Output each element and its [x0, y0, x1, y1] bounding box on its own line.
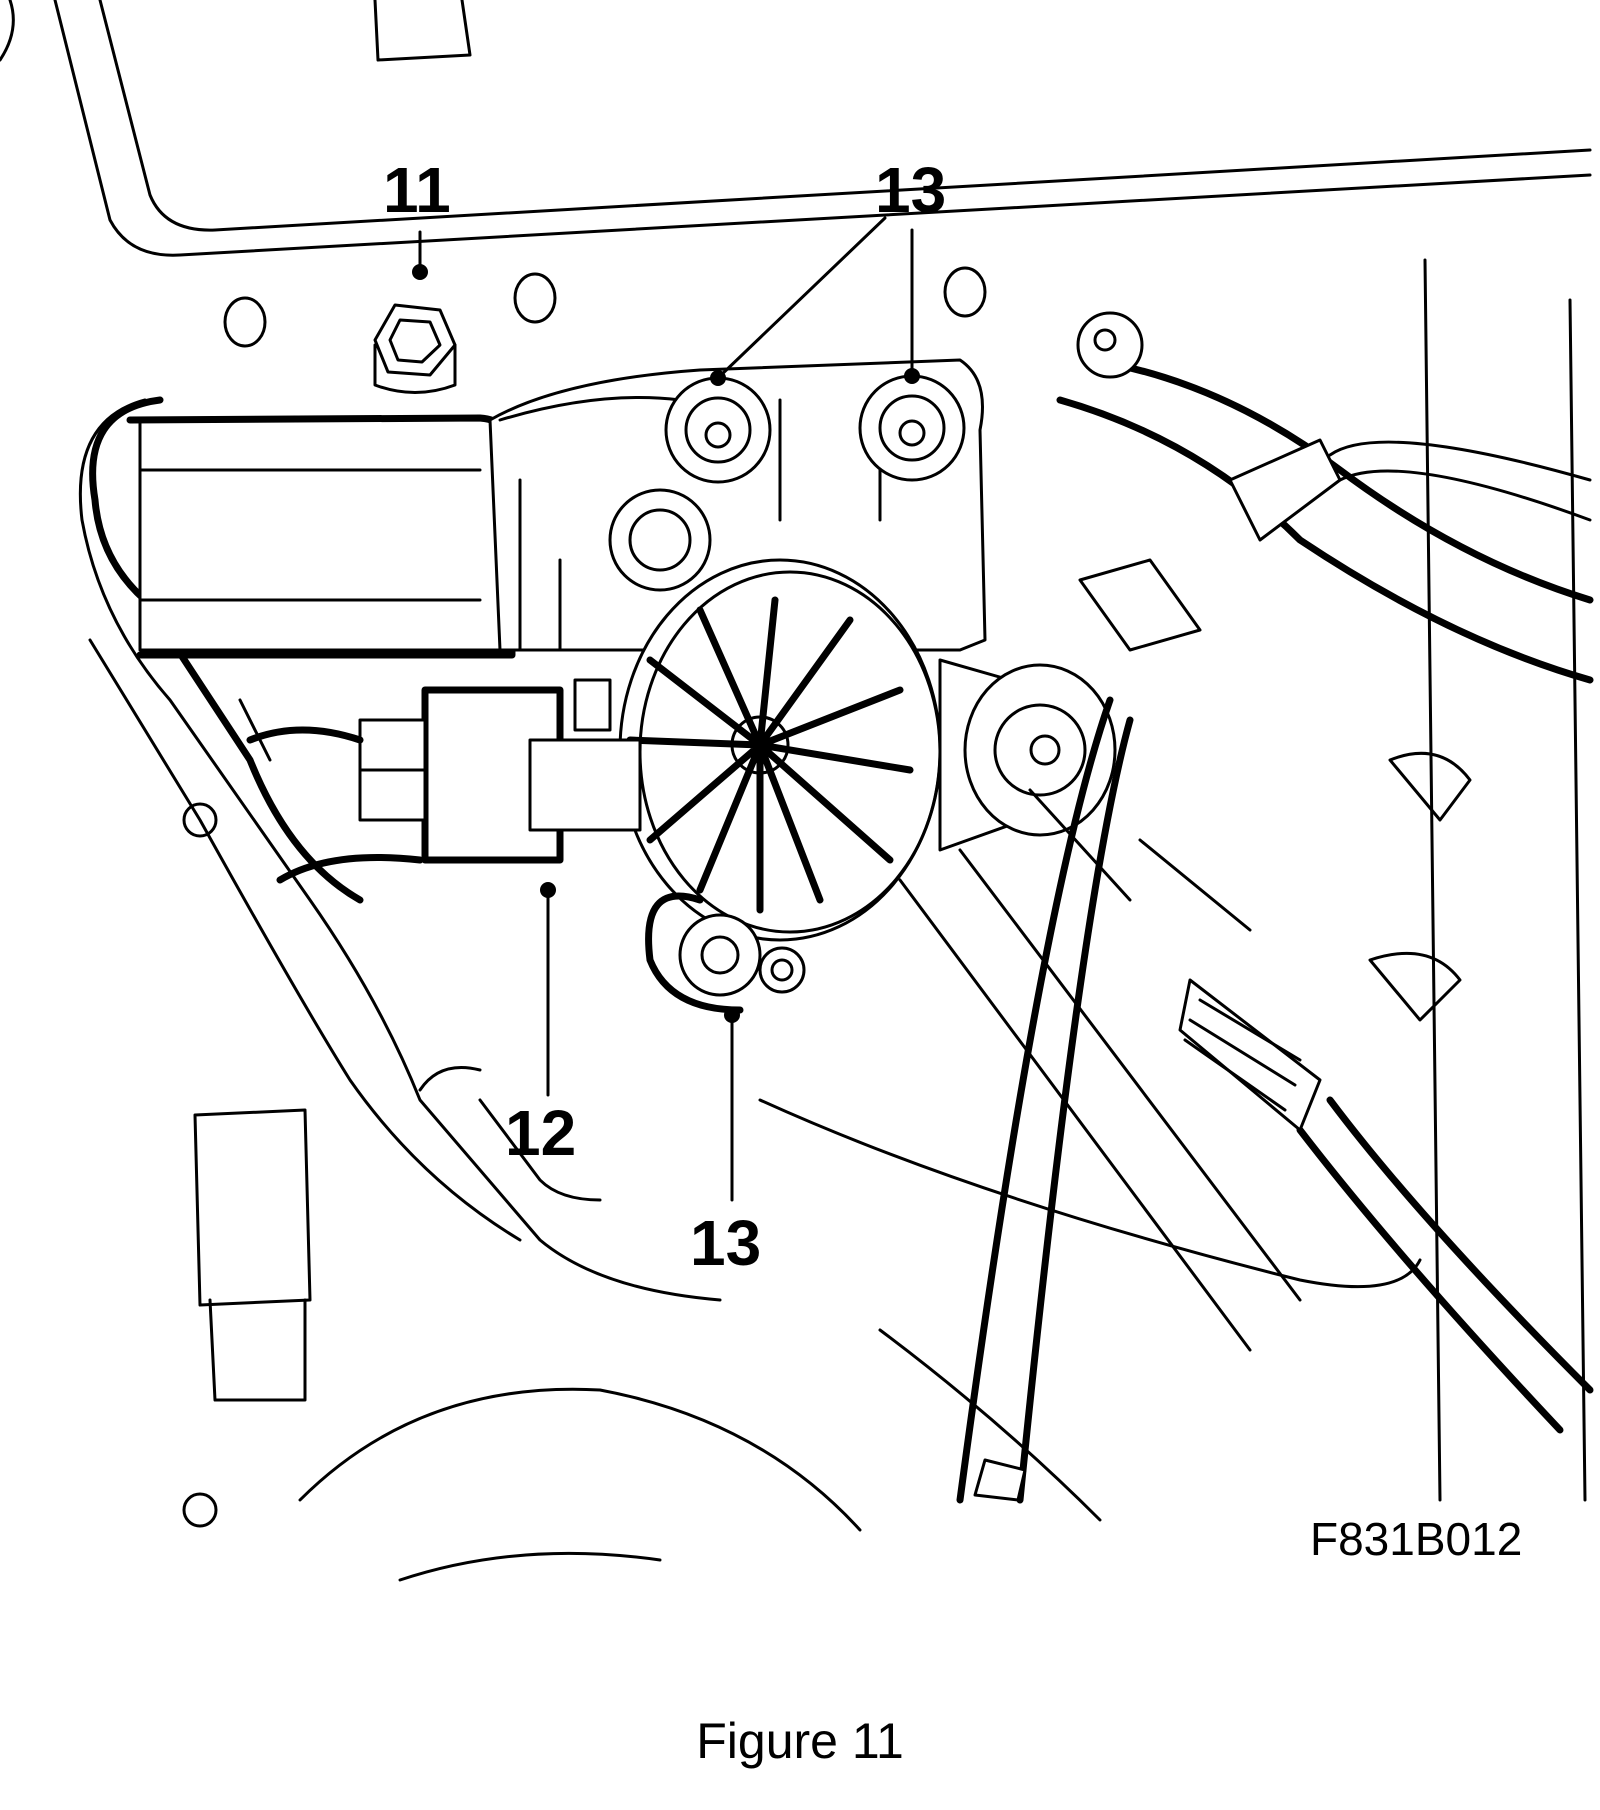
panel-clips [182, 751, 1472, 1528]
gear-cover [618, 558, 1117, 942]
regulator-cable [956, 311, 1594, 1504]
boss-center [608, 488, 712, 592]
callout-12: 12 [505, 1097, 576, 1169]
drawing-code: F831B012 [1310, 1513, 1522, 1565]
callout-13-bottom: 13 [690, 1207, 761, 1279]
side-bracket [193, 1108, 312, 1402]
figure-caption: Figure 11 [696, 1713, 904, 1769]
bolt-11 [373, 303, 457, 394]
bolt-boss-left [664, 376, 772, 484]
door-panel [78, 396, 1422, 1582]
electrical-connector [238, 678, 642, 884]
frame-holes [223, 266, 987, 348]
bolt-boss-bottom [645, 892, 806, 1014]
leader-lines [412, 216, 920, 1202]
callout-13-top: 13 [875, 154, 946, 226]
bolt-boss-right [858, 374, 966, 482]
callout-11: 11 [383, 154, 451, 226]
guide-rail [898, 558, 1302, 1352]
window-regulator-motor-drawing: 11 13 12 13 F831B012 [0, 0, 1594, 1582]
door-inner-frame [0, 0, 1592, 1502]
